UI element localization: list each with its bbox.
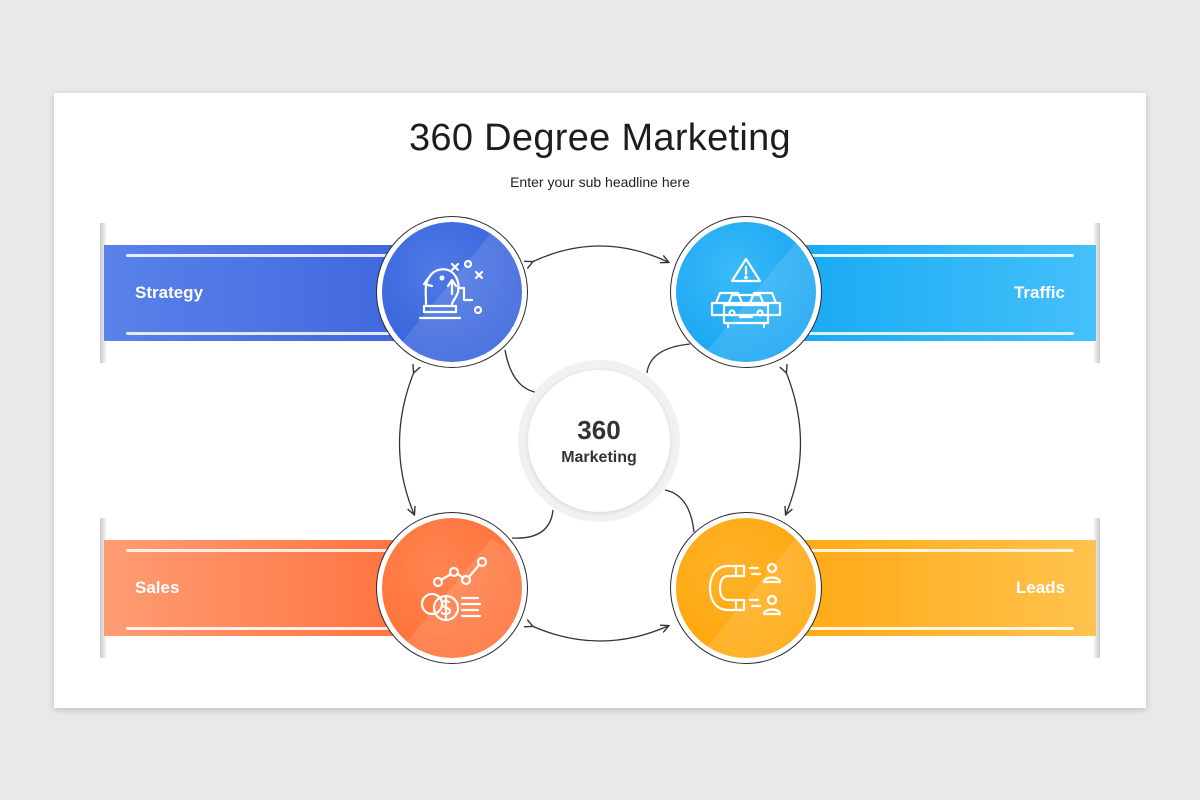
band-fold-leads	[1094, 518, 1100, 658]
link-sales	[511, 509, 554, 539]
center-number: 360	[577, 415, 621, 445]
band-label-leads: Leads	[1015, 578, 1065, 597]
band-label-sales: Sales	[135, 578, 180, 597]
arrow-left	[398, 372, 415, 514]
band-fold-sales	[100, 518, 106, 658]
center-label: Marketing	[561, 449, 637, 466]
link-leads	[664, 489, 695, 533]
arrow-top	[532, 245, 668, 262]
arrow-bottom	[532, 626, 668, 642]
link-traffic	[646, 343, 691, 374]
coins-growth-icon	[420, 556, 488, 622]
circle-leads	[676, 518, 816, 658]
magnet-leads-icon	[708, 562, 782, 616]
circle-strategy	[382, 222, 522, 362]
band-label-strategy: Strategy	[135, 283, 204, 302]
page-title: 360 Degree Marketing	[409, 117, 791, 159]
chess-knight-icon	[418, 259, 484, 320]
traffic-cars-icon	[710, 257, 782, 329]
center-hub	[528, 370, 670, 512]
arrow-right	[786, 372, 802, 514]
band-fold-traffic	[1094, 223, 1100, 363]
page-subtitle: Enter your sub headline here	[510, 174, 690, 190]
band-fold-strategy	[100, 223, 106, 363]
band-label-traffic: Traffic	[1013, 283, 1065, 302]
